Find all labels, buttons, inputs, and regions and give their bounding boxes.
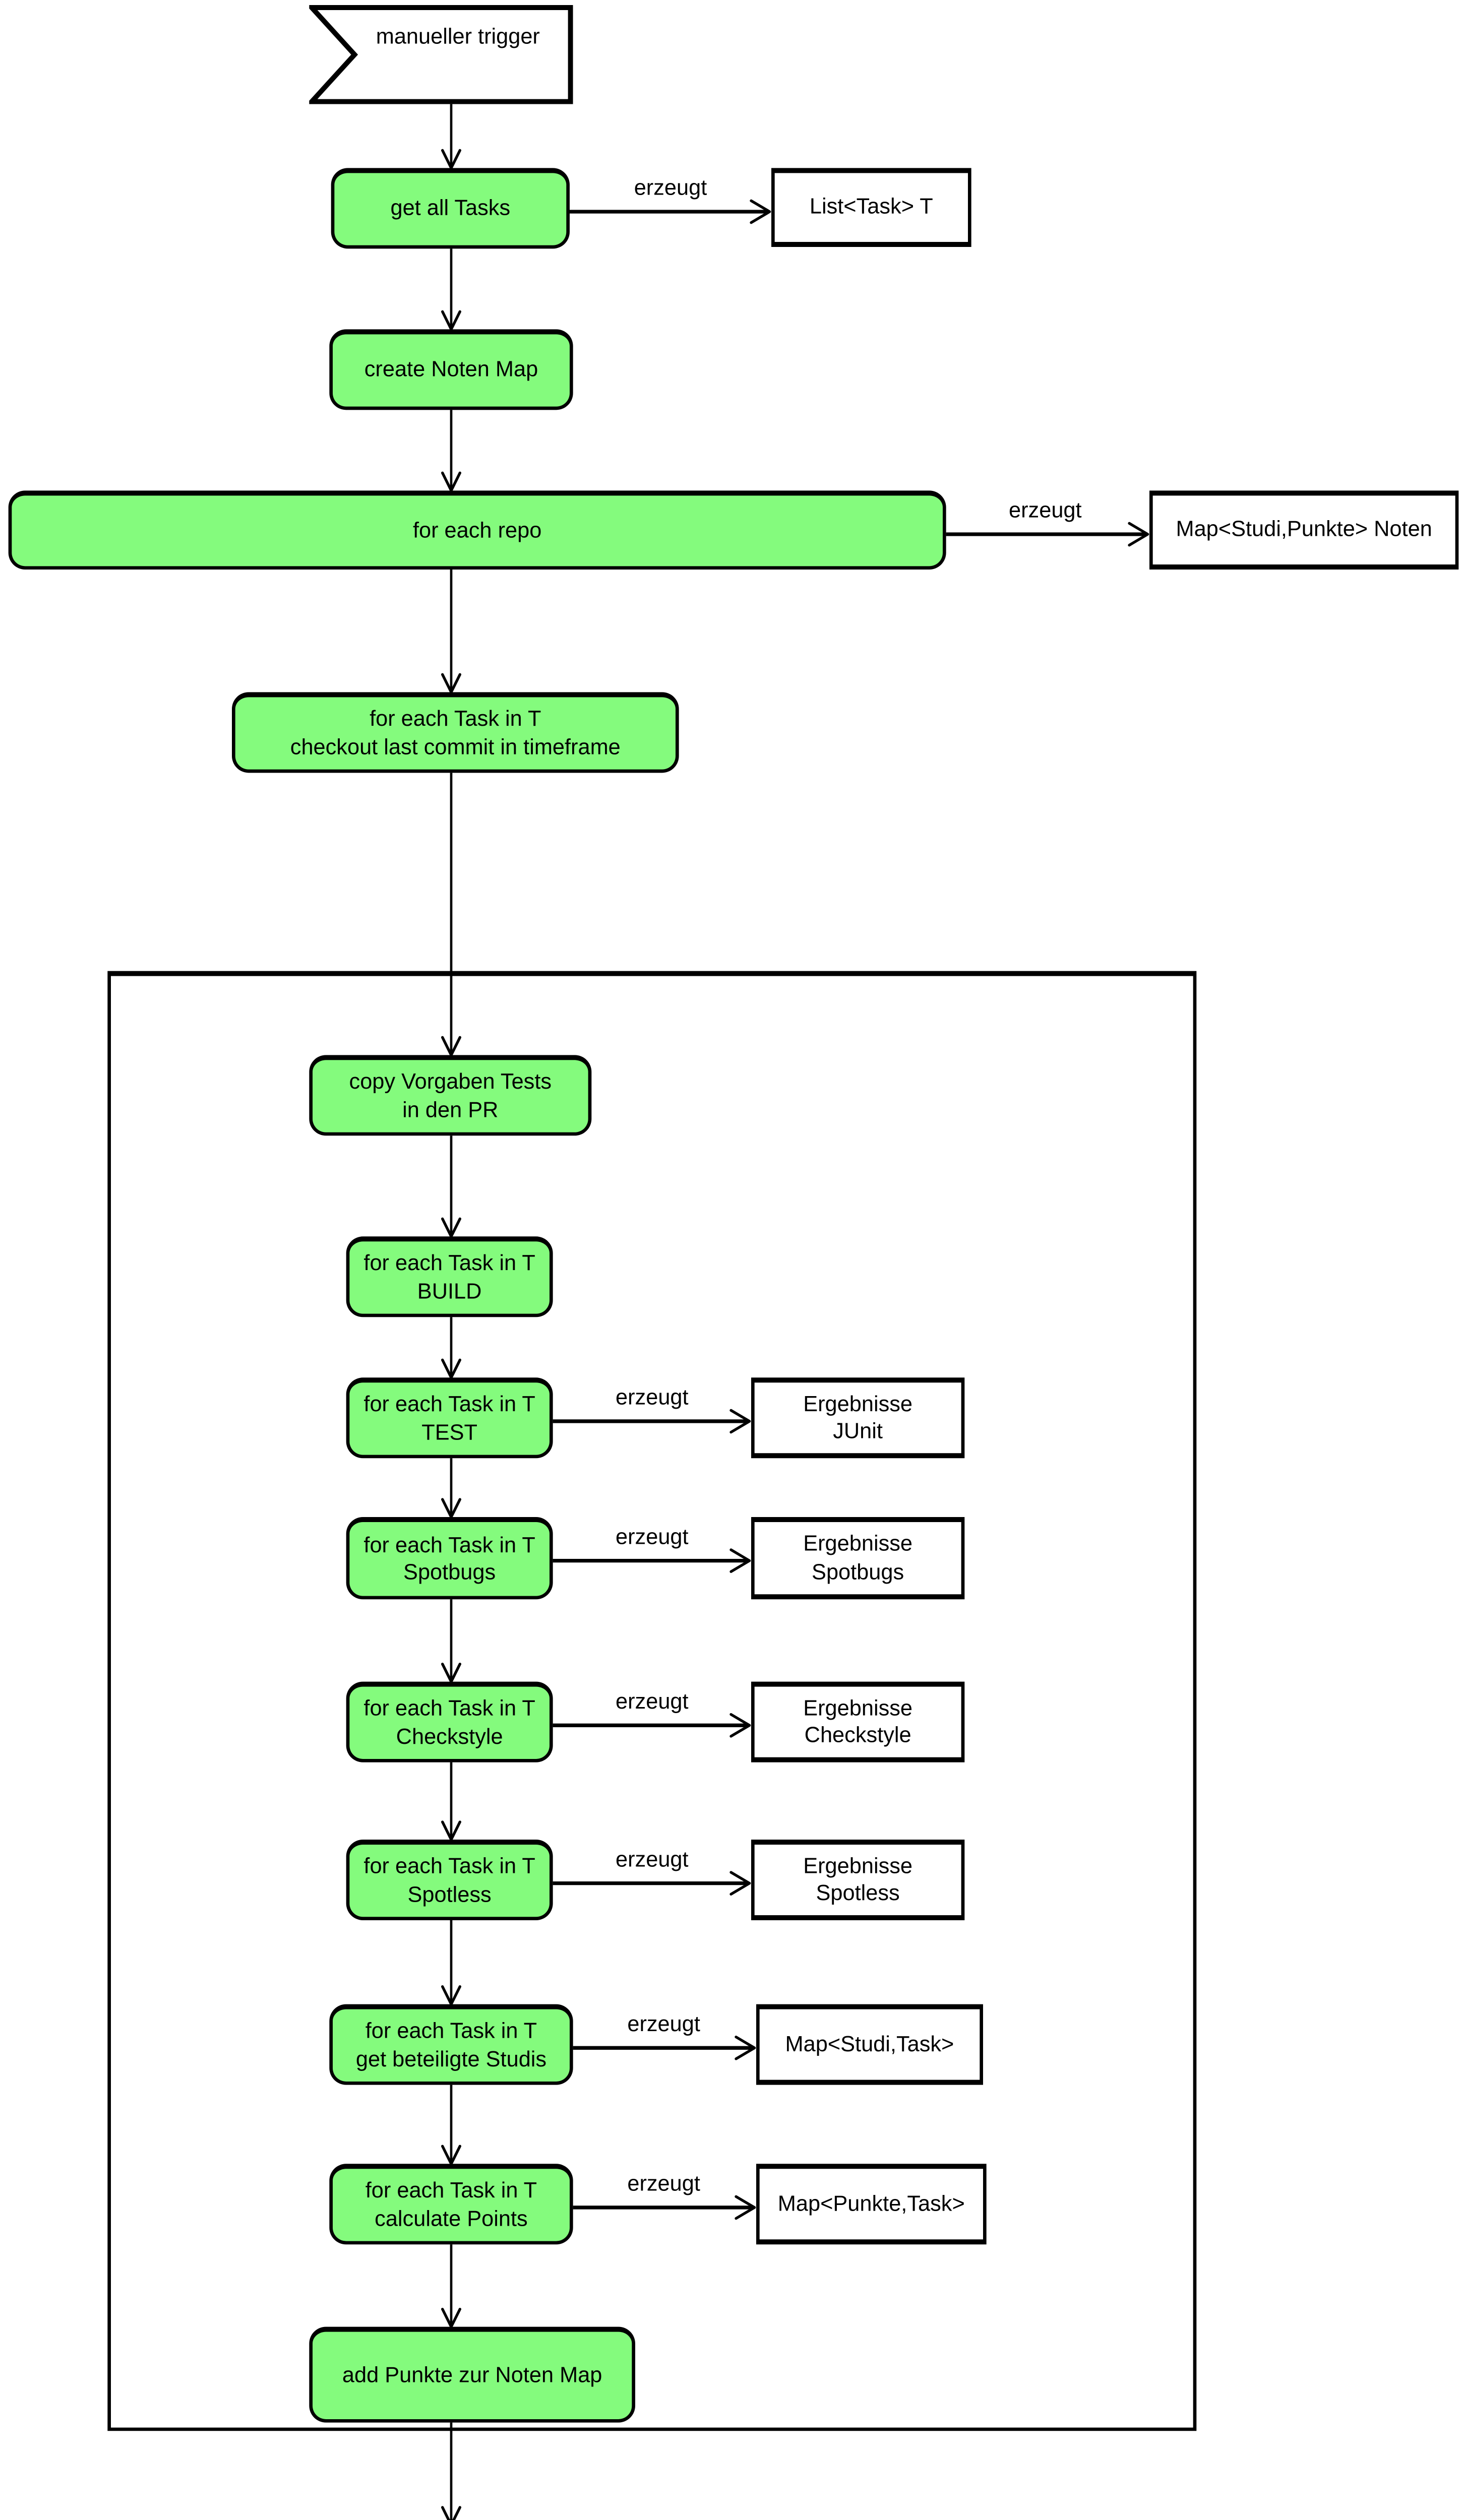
node-test: for each Task in T TEST xyxy=(346,1377,553,1459)
node-spotless: for each Task in T Spotless xyxy=(346,1839,553,1920)
flag-shape-icon xyxy=(309,5,573,104)
node-label: for each Task in T Spotless xyxy=(363,1853,535,1906)
node-label: for each Task in T Checkstyle xyxy=(363,1695,535,1748)
artifact-label: Ergebnisse JUnit xyxy=(803,1391,913,1443)
node-add-punkte-zur-noten-map: add Punkte zur Noten Map xyxy=(309,2326,635,2423)
artifact-label: List<Task> T xyxy=(809,194,933,219)
node-label: add Punkte zur Noten Map xyxy=(342,2362,602,2387)
artifact-label: Ergebnisse Checkstyle xyxy=(803,1694,913,1747)
node-checkstyle: for each Task in T Checkstyle xyxy=(346,1681,553,1762)
node-label: for each Task in T TEST xyxy=(363,1391,535,1444)
artifact-map-studi-task: Map<Studi,Task> xyxy=(756,2004,983,2085)
edge-label-erzeugt: erzeugt xyxy=(634,174,707,200)
node-checkout-last-commit: for each Task in T checkout last commit … xyxy=(231,692,679,773)
node-get-all-tasks: get all Tasks xyxy=(331,168,570,249)
artifact-label: Ergebnisse Spotbugs xyxy=(803,1531,913,1584)
node-spotbugs: for each Task in T Spotbugs xyxy=(346,1517,553,1600)
node-label: for each Task in T checkout last commit … xyxy=(290,706,621,759)
artifact-label: Map<Studi,Task> xyxy=(785,2031,954,2056)
node-label: for each Task in T BUILD xyxy=(363,1250,535,1303)
manual-trigger-shape: manueller trigger xyxy=(309,5,573,104)
node-get-beteiligte-studis: for each Task in T get beteiligte Studis xyxy=(329,2004,573,2085)
artifact-label: Ergebnisse Spotless xyxy=(803,1852,913,1905)
artifact-map-punkte-task: Map<Punkte,Task> xyxy=(756,2164,987,2245)
edge-label-erzeugt: erzeugt xyxy=(616,1846,689,1872)
artifact-ergebnisse-spotbugs: Ergebnisse Spotbugs xyxy=(751,1517,965,1600)
artifact-label: Map<Studi,Punkte> Noten xyxy=(1176,516,1432,542)
edge-label-erzeugt: erzeugt xyxy=(616,1384,689,1410)
node-for-each-repo: for each repo xyxy=(8,490,946,570)
artifact-ergebnisse-checkstyle: Ergebnisse Checkstyle xyxy=(751,1681,965,1762)
trigger-label: manueller trigger xyxy=(376,23,540,49)
loop-container-box xyxy=(107,971,1197,2431)
artifact-ergebnisse-spotless: Ergebnisse Spotless xyxy=(751,1839,965,1920)
node-label: for each Task in T Spotbugs xyxy=(363,1532,535,1585)
artifact-map-studi-punkte-noten: Map<Studi,Punkte> Noten xyxy=(1149,490,1459,570)
node-label: copy Vorgaben Tests in den PR xyxy=(349,1068,552,1121)
node-calculate-points: for each Task in T calculate Points xyxy=(329,2164,573,2245)
edge-label-erzeugt: erzeugt xyxy=(1009,497,1082,523)
node-label: for each repo xyxy=(412,517,542,543)
node-build: for each Task in T BUILD xyxy=(346,1236,553,1317)
node-copy-vorgaben-tests: copy Vorgaben Tests in den PR xyxy=(309,1055,592,1136)
node-create-noten-map: create Noten Map xyxy=(329,329,573,410)
artifact-label: Map<Punkte,Task> xyxy=(777,2190,965,2216)
edge-label-erzeugt: erzeugt xyxy=(616,1524,689,1549)
artifact-list-task-t: List<Task> T xyxy=(771,168,971,247)
node-label: create Noten Map xyxy=(364,356,538,382)
node-label: for each Task in T calculate Points xyxy=(365,2177,537,2230)
node-label: get all Tasks xyxy=(390,195,511,221)
node-label: for each Task in T get beteiligte Studis xyxy=(355,2018,547,2071)
artifact-ergebnisse-junit: Ergebnisse JUnit xyxy=(751,1377,965,1459)
edge-label-erzeugt: erzeugt xyxy=(627,2170,700,2196)
edge-label-erzeugt: erzeugt xyxy=(627,2010,700,2036)
edge-label-erzeugt: erzeugt xyxy=(616,1688,689,1714)
